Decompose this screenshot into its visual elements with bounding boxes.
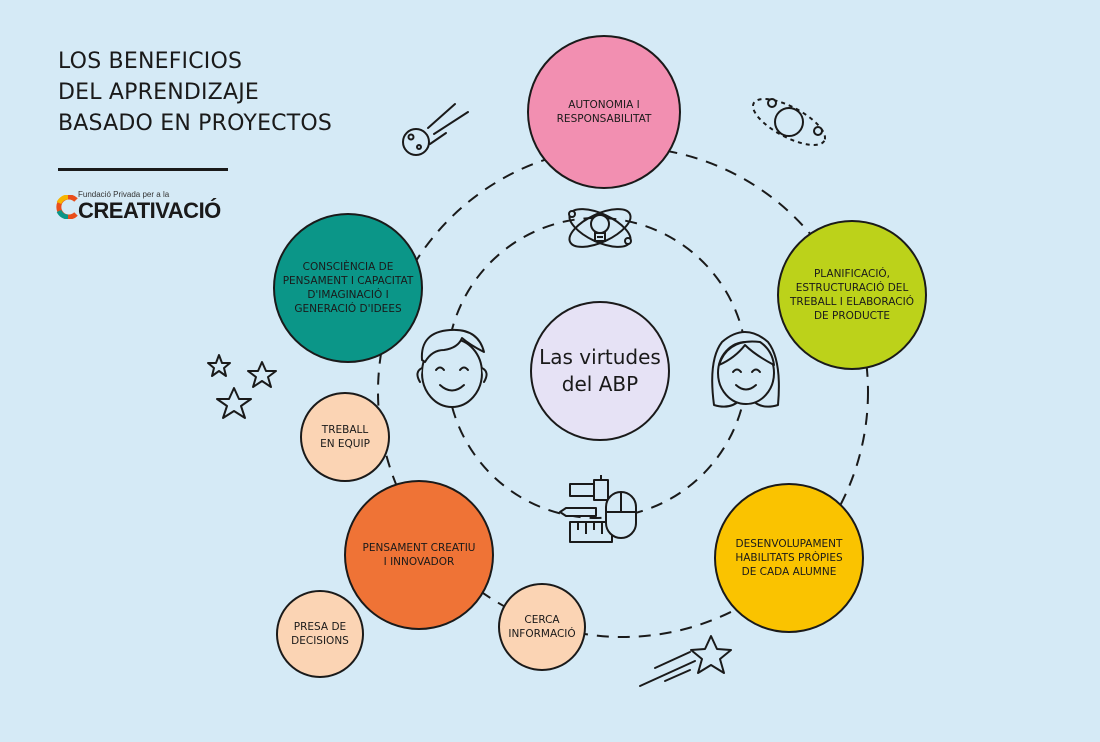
creativacio-logo: Fundació Privada per a la CREATIVACIÓ [56, 190, 221, 224]
node-treball: TREBALL EN EQUIP [300, 392, 390, 482]
title-line-3: BASADO EN PROYECTOS [58, 111, 333, 136]
center-node-label: Las virtudes del ABP [539, 345, 661, 396]
planet-icon [751, 98, 827, 146]
node-cerca-label: CERCA INFORMACIÓ [508, 614, 576, 640]
title-line-1: LOS BENEFICIOS [58, 49, 243, 74]
logo-mark-icon [56, 195, 78, 219]
node-cerca: CERCA INFORMACIÓ [498, 583, 586, 671]
node-pensament-label: PENSAMENT CREATIU I INNOVADOR [362, 542, 476, 568]
boy-face-icon [416, 328, 488, 408]
logo-name: CREATIVACIÓ [78, 198, 221, 223]
center-node: Las virtudes del ABP [530, 301, 670, 441]
comet-icon [402, 103, 469, 156]
node-desenvolupament: DESENVOLUPAMENT HABILITATS PRÒPIES DE CA… [714, 483, 864, 633]
lightbulb-atom-icon [568, 208, 632, 248]
node-autonomia: AUTONOMIA I RESPONSABILITAT [527, 35, 681, 189]
node-consciencia: CONSCIÈNCIA DE PENSAMENT I CAPACITAT D'I… [273, 213, 423, 363]
node-autonomia-label: AUTONOMIA I RESPONSABILITAT [556, 99, 652, 125]
logo-tagline: Fundació Privada per a la [78, 190, 170, 199]
node-desenvolupament-label: DESENVOLUPAMENT HABILITATS PRÒPIES DE CA… [735, 538, 843, 578]
node-planificacio-label: PLANIFICACIÓ, ESTRUCTURACIÓ DEL TREBALL … [790, 268, 914, 322]
girl-face-icon [711, 331, 780, 408]
title-line-2: DEL APRENDIZAJE [58, 80, 259, 105]
node-consciencia-label: CONSCIÈNCIA DE PENSAMENT I CAPACITAT D'I… [282, 261, 414, 315]
shooting-star-icon [639, 635, 732, 687]
node-planificacio: PLANIFICACIÓ, ESTRUCTURACIÓ DEL TREBALL … [777, 220, 927, 370]
node-treball-label: TREBALL EN EQUIP [320, 424, 370, 450]
page-title: LOS BENEFICIOS DEL APRENDIZAJE BASADO EN… [58, 46, 378, 139]
node-pensament: PENSAMENT CREATIU I INNOVADOR [344, 480, 494, 630]
title-divider [58, 168, 228, 171]
stars-icon [207, 354, 277, 419]
node-presa-label: PRESA DE DECISIONS [291, 621, 349, 647]
tools-icon [559, 475, 637, 543]
node-presa: PRESA DE DECISIONS [276, 590, 364, 678]
outer-orbit [377, 146, 869, 638]
